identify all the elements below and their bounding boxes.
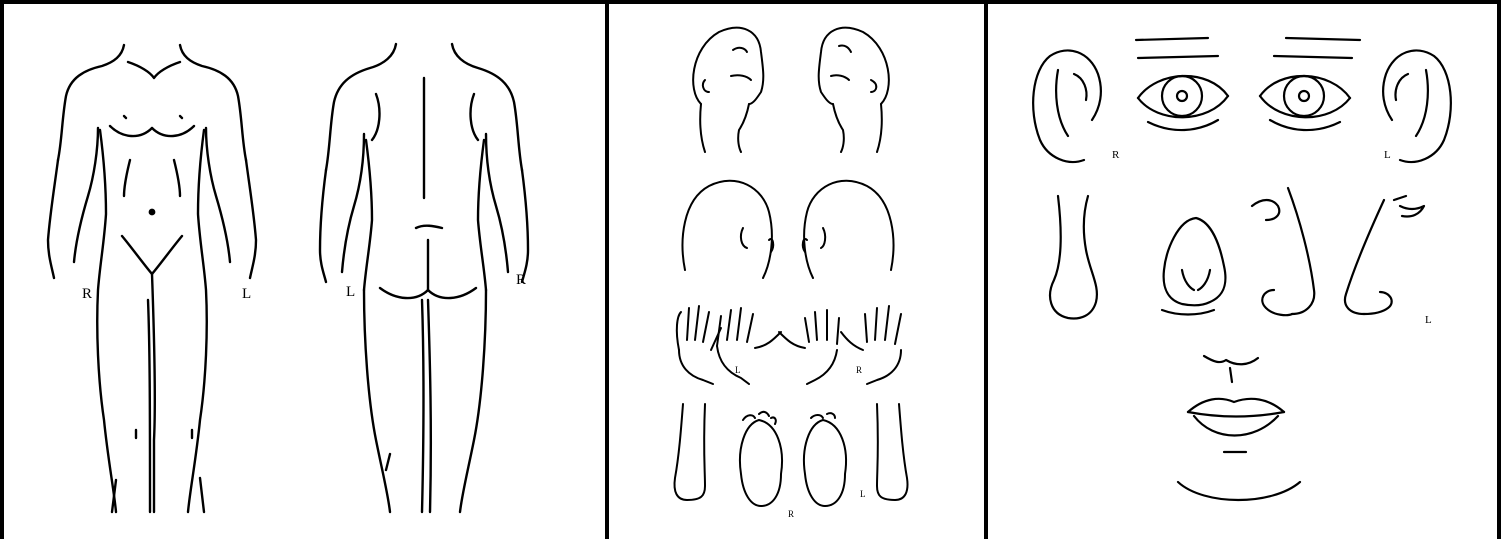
label-ear-right: R xyxy=(1112,150,1119,161)
eye-right-figure xyxy=(1136,38,1228,130)
label-palm-left: R xyxy=(856,366,862,375)
label-front-left: L xyxy=(242,287,251,302)
ear-left-figure xyxy=(1383,50,1451,162)
nose-profile-right-figure xyxy=(1252,188,1314,315)
body-diagram-panel xyxy=(4,0,604,539)
label-front-right: R xyxy=(82,287,92,302)
head-hands-feet-panel xyxy=(609,0,983,539)
ear-right-figure xyxy=(1033,50,1101,162)
head-profile-right-figure xyxy=(693,28,763,152)
nose-under-figure xyxy=(1162,218,1225,315)
label-back-left: L xyxy=(346,285,355,300)
eye-left-figure xyxy=(1260,38,1360,130)
label-foot-right: R xyxy=(788,510,794,519)
face-features-panel xyxy=(988,0,1501,539)
label-foot-left: L xyxy=(860,490,866,499)
head-profile-left-figure xyxy=(819,28,889,152)
nose-front-figure xyxy=(1050,196,1097,318)
body-front-figure xyxy=(48,45,256,512)
mouth-chin-figure xyxy=(1178,356,1300,500)
label-palm-right: L xyxy=(735,366,741,375)
head-back-left-figure xyxy=(803,181,894,278)
label-nose-left: L xyxy=(1425,315,1432,326)
label-ear-left: L xyxy=(1384,150,1391,161)
feet-figure xyxy=(675,404,908,506)
head-back-right-figure xyxy=(683,181,774,278)
label-back-right: R xyxy=(516,273,526,288)
body-back-figure xyxy=(320,44,528,512)
nose-profile-left-figure xyxy=(1345,196,1424,314)
hands-figure xyxy=(677,306,901,384)
